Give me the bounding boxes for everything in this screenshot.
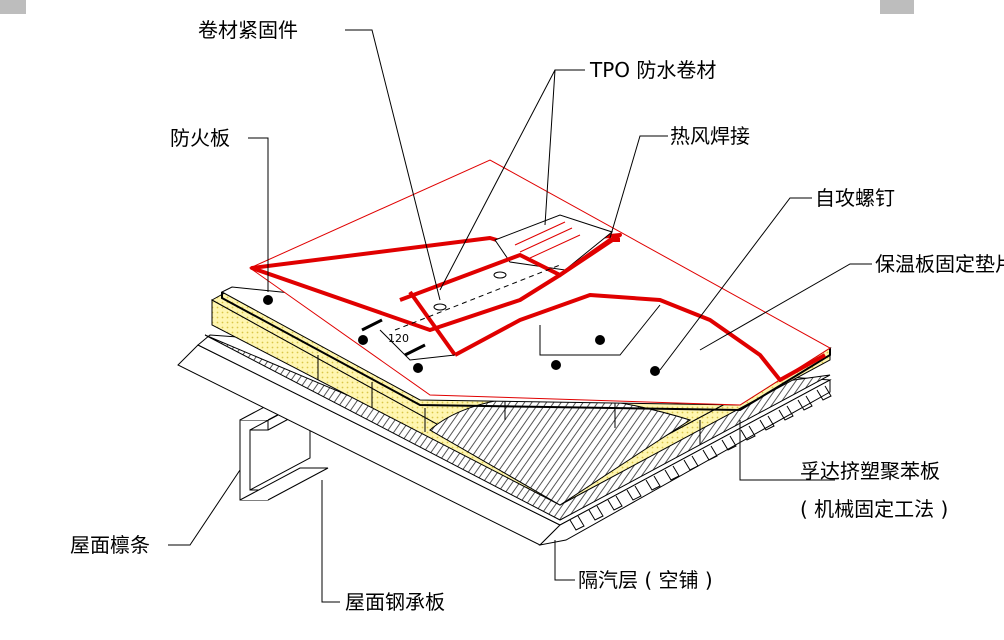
- label-fireboard: 防火板: [170, 126, 230, 150]
- corner-tab-left: [0, 0, 26, 14]
- label-tpo: TPO 防水卷材: [589, 58, 716, 82]
- screw-icon: [650, 366, 660, 376]
- screw-icon: [595, 335, 605, 345]
- label-hotair: 热风焊接: [670, 124, 750, 148]
- dimension-text: 120: [388, 332, 409, 345]
- label-xps-line2: ( 机械固定工法 ): [800, 497, 948, 521]
- corner-tab-right: [880, 0, 914, 14]
- screw-icon: [263, 295, 273, 305]
- label-fastener: 卷材紧固件: [198, 18, 298, 42]
- screw-icon: [413, 363, 423, 373]
- label-purlin: 屋面檩条: [70, 533, 150, 557]
- fastener-plate-icon: [493, 271, 507, 279]
- label-deck: 屋面钢承板: [345, 590, 445, 614]
- screw-icon: [551, 360, 561, 370]
- screw-icon: [358, 335, 368, 345]
- label-xps-line1: 孚达挤塑聚苯板: [800, 459, 940, 483]
- fasteners: [263, 271, 660, 376]
- label-vapor: 隔汽层 ( 空铺 ): [578, 568, 713, 592]
- overlap-dimension: 120: [361, 318, 426, 357]
- label-washer: 保温板固定垫片: [875, 252, 1004, 276]
- labels: 卷材紧固件 TPO 防水卷材 防火板 热风焊接 自攻螺钉 保温板固定垫片 孚达挤…: [70, 18, 1004, 614]
- fastener-plate-icon: [433, 303, 447, 311]
- leader-lines: [168, 29, 872, 603]
- label-screw: 自攻螺钉: [815, 186, 895, 210]
